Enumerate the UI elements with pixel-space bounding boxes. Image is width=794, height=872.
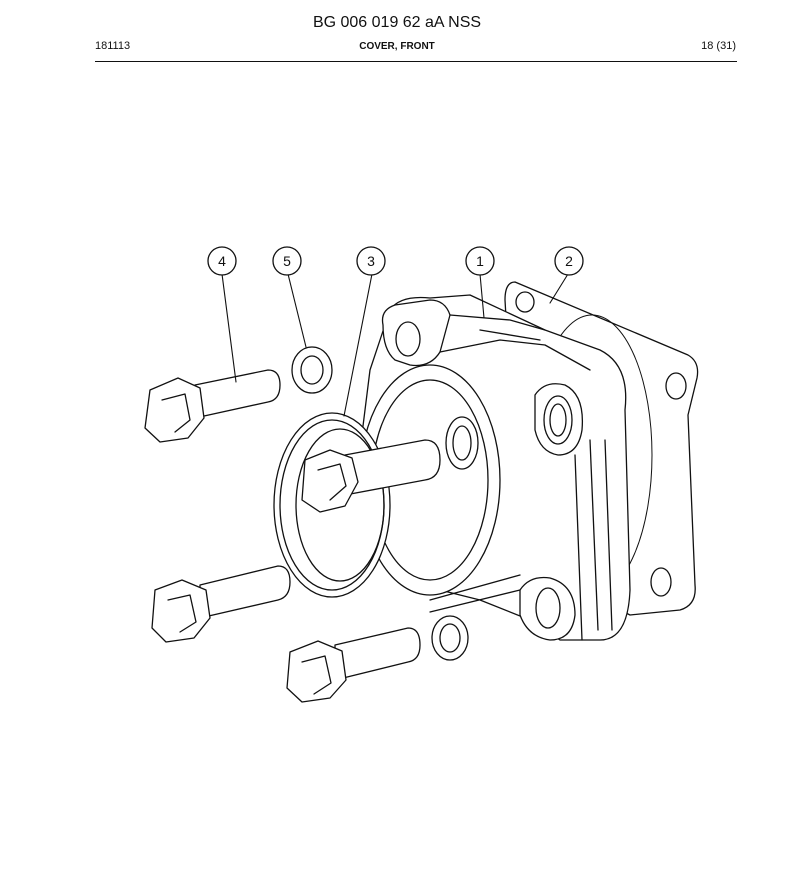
callout-3-balloon: 3 (356, 246, 386, 276)
callout-4-balloon: 4 (207, 246, 237, 276)
document-number: 181113 (95, 40, 131, 52)
bolt-upper (144, 369, 281, 443)
center-bolt (301, 439, 441, 513)
document-title: BG 006 019 62 aA NSS (312, 14, 482, 31)
callout-2-balloon: 2 (554, 246, 584, 276)
cover-housing (356, 294, 631, 661)
bolt-lower-left (151, 565, 291, 643)
callout-2-label: 2 (565, 253, 573, 269)
callout-5-label: 5 (283, 253, 291, 269)
callout-5-balloon: 5 (272, 246, 302, 276)
callout-1-label: 1 (476, 253, 484, 269)
callout-3-label: 3 (367, 253, 375, 269)
section-title: COVER, FRONT (359, 41, 435, 52)
callout-4-label: 4 (218, 253, 226, 269)
callout-1-balloon: 1 (465, 246, 495, 276)
page-number: 18 (31) (701, 40, 736, 52)
header-rule (95, 61, 737, 62)
washer (291, 346, 333, 394)
bolt-lower-right (286, 627, 421, 703)
leader-lines (221, 273, 569, 417)
